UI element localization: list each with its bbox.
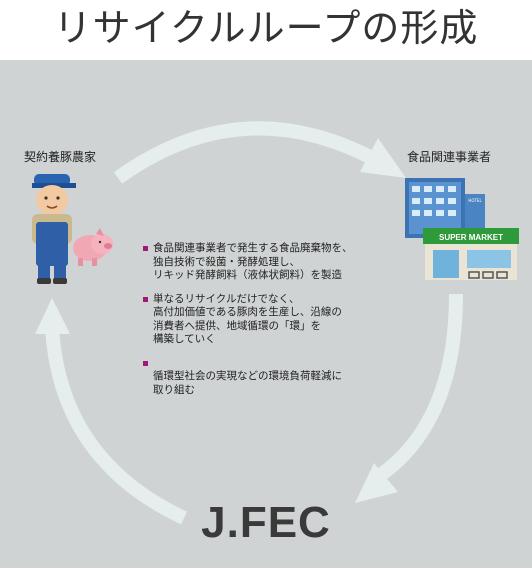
arrow-head-top	[360, 138, 406, 178]
hotel-sign: HOTEL	[468, 198, 482, 203]
arrow-jfec-to-farmer	[45, 327, 187, 525]
page-title: リサイクルループの形成	[53, 6, 479, 50]
stores-icon: HOTEL SUPER MARKET	[405, 178, 519, 280]
bullet-item-1: 食品関連事業者で発生する食品廃棄物を、 独自技術で殺菌・発酵処理し、 リキッド発…	[143, 242, 383, 283]
bullet-item-2: 単なるリサイクルだけでなく、 高付加価値である豚肉を生産し、沿線の 消費者へ提供…	[143, 293, 383, 347]
arrow-farmer-to-company	[113, 121, 376, 184]
bullet-item-3: 循環型社会の実現などの環境負荷軽減に 取り組む	[143, 357, 383, 398]
farmer-label: 契約養豚農家	[24, 150, 97, 164]
bullet-list: 食品関連事業者で発生する食品廃棄物を、 独自技術で殺菌・発酵処理し、 リキッド発…	[143, 242, 383, 407]
company-label: 食品関連事業者	[407, 150, 492, 164]
arrow-company-to-jfec	[377, 293, 463, 480]
farmer-icon	[32, 174, 113, 284]
arrow-head-right	[355, 463, 398, 503]
cycle-arrows	[35, 121, 463, 525]
arrow-head-left	[35, 298, 70, 334]
diagram-panel: 契約養豚農家 食品関連事業者	[0, 60, 532, 568]
center-label-jfec: J.FEC	[201, 498, 331, 547]
store-sign: SUPER MARKET	[439, 233, 503, 242]
